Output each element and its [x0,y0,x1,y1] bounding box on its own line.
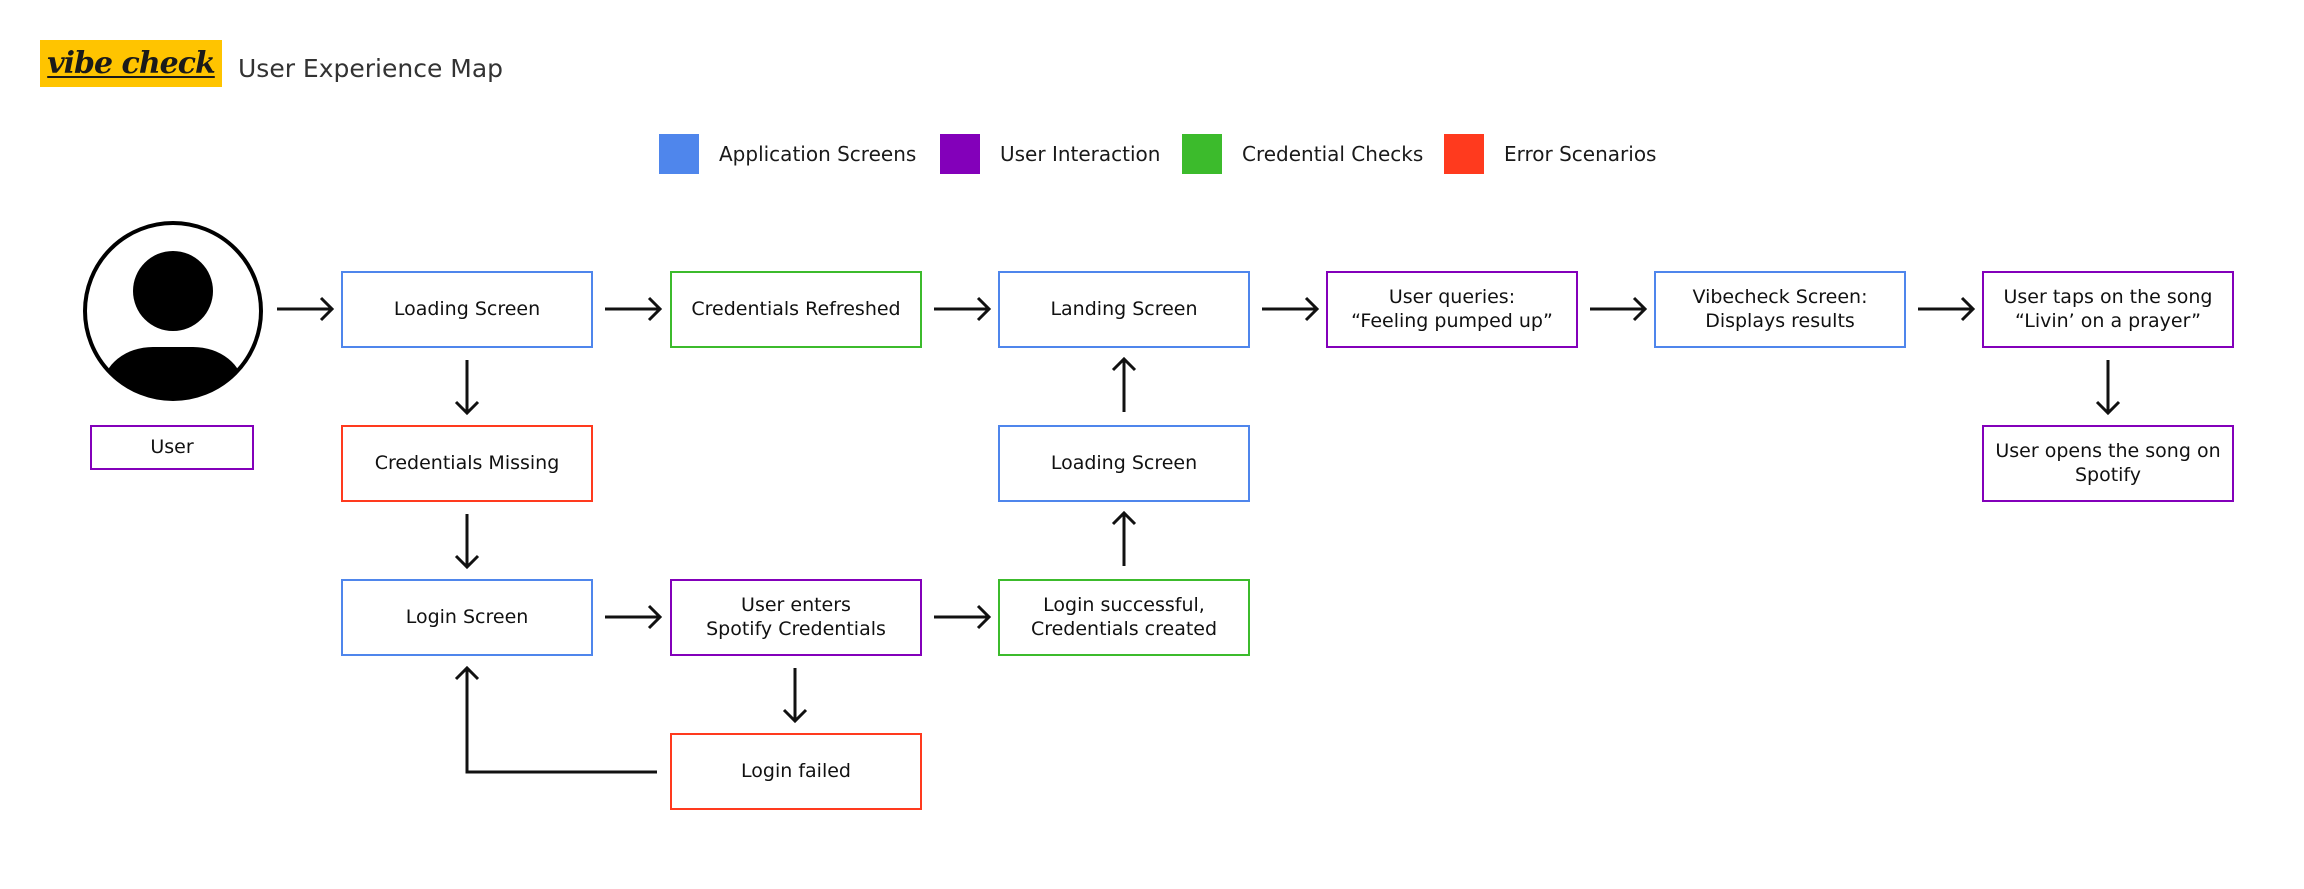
user-avatar-icon [83,221,263,401]
arrow-user-queries-to-vibecheck [1590,296,1648,322]
node-label: Credentials Refreshed [691,297,901,320]
node-label: Loading Screen [1050,451,1198,474]
arrow-credentials-missing-to-login [454,514,480,570]
arrow-login-failed-to-login [454,665,657,774]
node-login-successful: Login successful, Credentials created [998,579,1250,656]
node-label: Login failed [741,759,851,782]
arrow-credentials-refreshed-to-landing [934,296,992,322]
legend-label: Credential Checks [1242,142,1424,166]
node-label: Landing Screen [1050,297,1198,320]
legend-swatch-credential-checks [1182,134,1222,174]
arrow-user-enters-to-login-success [934,604,992,630]
node-label: User opens the song on Spotify [1995,439,2221,486]
legend-label: Application Screens [719,142,917,166]
node-user-opens-song: User opens the song on Spotify [1982,425,2234,502]
arrow-vibecheck-to-user-taps [1918,296,1976,322]
arrow-user-enters-to-login-failed [782,668,808,724]
legend-item-credential-checks: Credential Checks [1182,134,1423,174]
arrow-user-to-loading [277,296,335,322]
node-label: User enters Spotify Credentials [706,593,886,640]
node-label: Login successful, Credentials created [1030,593,1218,640]
legend-item-user-interaction: User Interaction [940,134,1160,174]
node-label: User taps on the song “Livin’ on a praye… [2003,285,2213,332]
legend-swatch-user-interaction [940,134,980,174]
arrow-user-taps-to-opens-song [2095,360,2121,416]
node-label: Loading Screen [393,297,541,320]
legend-swatch-error-scenarios [1444,134,1484,174]
logo-wordmark: vibe check [47,46,216,81]
node-user-enters-credentials: User enters Spotify Credentials [670,579,922,656]
node-label: Credentials Missing [374,451,560,474]
legend-label: Error Scenarios [1504,142,1657,166]
legend-item-error-scenarios: Error Scenarios [1444,134,1656,174]
node-label: User [150,435,194,458]
page-title: User Experience Map [238,54,504,83]
vibe-check-logo: vibe check [40,40,222,87]
legend-label: User Interaction [1000,142,1161,166]
arrow-loading-to-credentials-refreshed [605,296,663,322]
node-user: User [90,425,254,470]
node-loading-screen-2: Loading Screen [998,425,1250,502]
node-loading-screen: Loading Screen [341,271,593,348]
arrow-login-to-user-enters [605,604,663,630]
node-credentials-refreshed: Credentials Refreshed [670,271,922,348]
node-label: Login Screen [405,605,529,628]
node-login-screen: Login Screen [341,579,593,656]
node-user-taps-song: User taps on the song “Livin’ on a praye… [1982,271,2234,348]
node-user-queries: User queries: “Feeling pumped up” [1326,271,1578,348]
node-vibecheck-screen: Vibecheck Screen: Displays results [1654,271,1906,348]
arrow-landing-to-user-queries [1262,296,1320,322]
arrow-loading-to-credentials-missing [454,360,480,416]
node-credentials-missing: Credentials Missing [341,425,593,502]
node-label: User queries: “Feeling pumped up” [1351,285,1553,332]
legend-item-application-screens: Application Screens [659,134,916,174]
node-login-failed: Login failed [670,733,922,810]
arrow-loading-2-to-landing [1111,356,1137,412]
node-label: Vibecheck Screen: Displays results [1692,285,1868,332]
node-landing-screen: Landing Screen [998,271,1250,348]
legend-swatch-application-screens [659,134,699,174]
arrow-login-success-to-loading-2 [1111,510,1137,566]
